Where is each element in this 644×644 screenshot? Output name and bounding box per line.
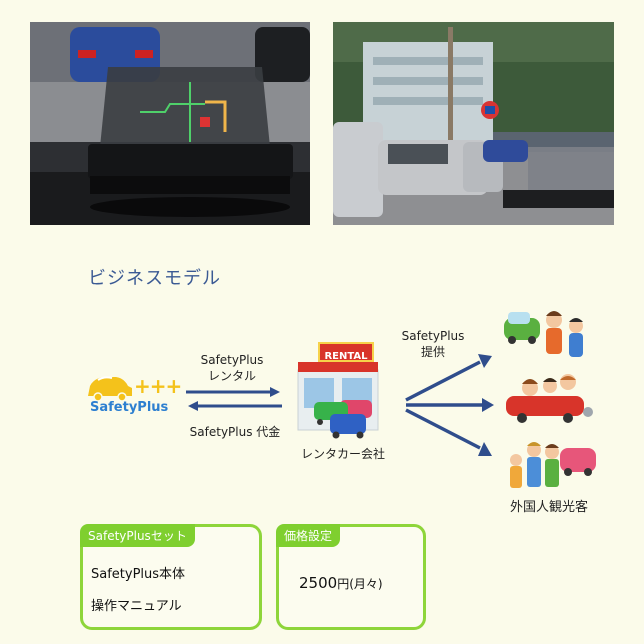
price-box-tag: 価格設定 bbox=[276, 524, 341, 547]
customers-label: 外国人観光客 bbox=[509, 500, 588, 515]
set-box: SafetyPlusセット SafetyPlus本体 操作マニュアル bbox=[80, 524, 262, 630]
rental-sign: RENTAL bbox=[318, 342, 374, 362]
rental-sign-text: RENTAL bbox=[324, 351, 368, 362]
hud-dashboard-photo bbox=[30, 22, 310, 225]
rental-label: SafetyPlus レンタル bbox=[192, 352, 272, 384]
hud-dashboard-illustration bbox=[30, 22, 310, 225]
provide-label-line1: SafetyPlus bbox=[401, 329, 465, 343]
arrow-right-icon bbox=[406, 398, 494, 412]
rental-company: RENTAL bbox=[296, 342, 396, 442]
rental-label-line2: レンタル bbox=[207, 369, 256, 383]
set-item-2: 操作マニュアル bbox=[91, 599, 182, 614]
tourists-with-car-icon bbox=[504, 311, 583, 357]
price-number: 2500 bbox=[299, 574, 338, 592]
provide-label: SafetyPlus 提供 bbox=[396, 328, 470, 360]
section-title: ビジネスモデル bbox=[88, 268, 221, 289]
price-box: 価格設定 2500円(月々) bbox=[276, 524, 426, 630]
rental-company-label: レンタカー会社 bbox=[300, 447, 385, 461]
rental-label-line1: SafetyPlus bbox=[200, 353, 264, 367]
safetyplus-logo: +++ SafetyPlus bbox=[82, 372, 182, 422]
tourist-family-icon bbox=[510, 442, 596, 488]
provide-arrows bbox=[405, 354, 494, 456]
set-box-tag: SafetyPlusセット bbox=[80, 524, 195, 547]
arrow-up-right-icon bbox=[405, 354, 492, 402]
price-unit: 円(月々) bbox=[337, 577, 383, 591]
arrow-down-right-icon bbox=[405, 408, 492, 456]
arrow-right-icon bbox=[186, 387, 280, 397]
provide-label-line2: 提供 bbox=[420, 345, 445, 359]
street-scene-illustration bbox=[333, 22, 614, 225]
car-logo-icon bbox=[88, 376, 132, 402]
logo-plus-marks: +++ bbox=[134, 374, 182, 398]
fee-label: SafetyPlus 代金 bbox=[189, 425, 281, 439]
set-item-1: SafetyPlus本体 bbox=[91, 567, 186, 582]
double-arrow bbox=[186, 387, 282, 411]
arrow-left-icon bbox=[188, 401, 282, 411]
rental-shop-icon bbox=[297, 362, 379, 439]
price-value: 2500円(月々) bbox=[299, 573, 383, 592]
street-scene-photo bbox=[333, 22, 614, 225]
tourists-in-red-car-icon bbox=[506, 374, 593, 423]
logo-text: SafetyPlus bbox=[90, 400, 169, 415]
